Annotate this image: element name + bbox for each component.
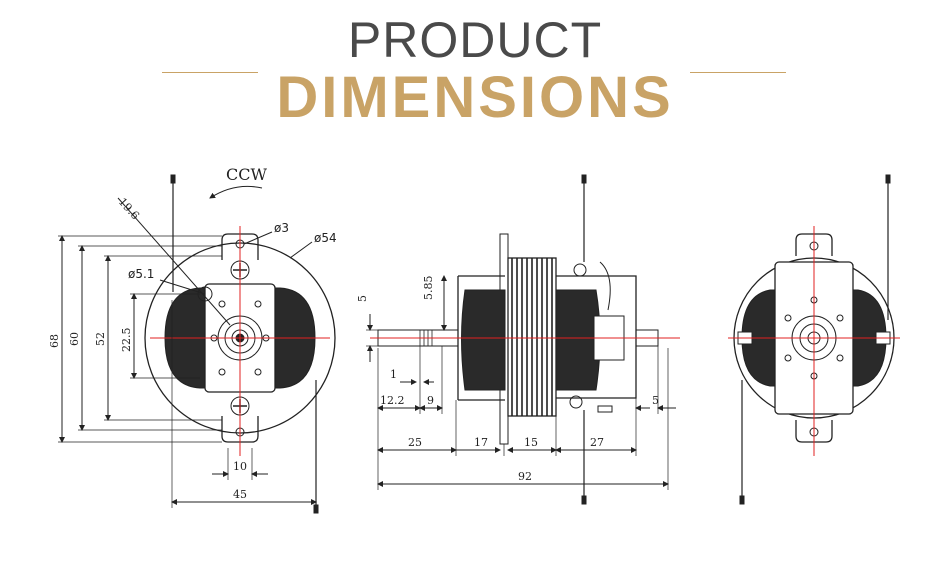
dim-60: 60 — [68, 332, 81, 346]
title-product: PRODUCT — [347, 12, 603, 68]
dim-1: 1 — [390, 368, 397, 381]
dim-5-85: 5.85 — [422, 276, 435, 301]
title-dimensions: DIMENSIONS — [276, 65, 674, 130]
dim-52: 52 — [94, 332, 107, 346]
dim-10: 10 — [233, 460, 247, 473]
dim-45: 45 — [233, 488, 247, 501]
side-view — [366, 174, 680, 505]
right-divider — [690, 72, 786, 73]
dim-22-5: 22.5 — [120, 328, 133, 353]
ccw-label: CCW — [226, 165, 267, 184]
left-divider — [162, 72, 258, 73]
dim-68: 68 — [48, 334, 61, 348]
callout-hole-5-1: ø5.1 — [128, 267, 154, 281]
dim-92: 92 — [518, 470, 532, 483]
dim-25: 25 — [408, 436, 422, 449]
dim-12-2: 12.2 — [380, 394, 405, 407]
callout-hole-3: ø3 — [274, 221, 289, 235]
front-view — [58, 174, 336, 514]
callout-diameter-54: ø54 — [314, 231, 337, 245]
dim-right-5: 5 — [652, 394, 659, 407]
dim-shaft-5: 5 — [356, 295, 369, 302]
rear-view — [728, 174, 900, 505]
dim-19-6: 19.6 — [116, 195, 142, 222]
dim-15: 15 — [524, 436, 538, 449]
dim-27: 27 — [590, 436, 604, 449]
dim-17: 17 — [474, 436, 488, 449]
dim-9: 9 — [427, 394, 434, 407]
